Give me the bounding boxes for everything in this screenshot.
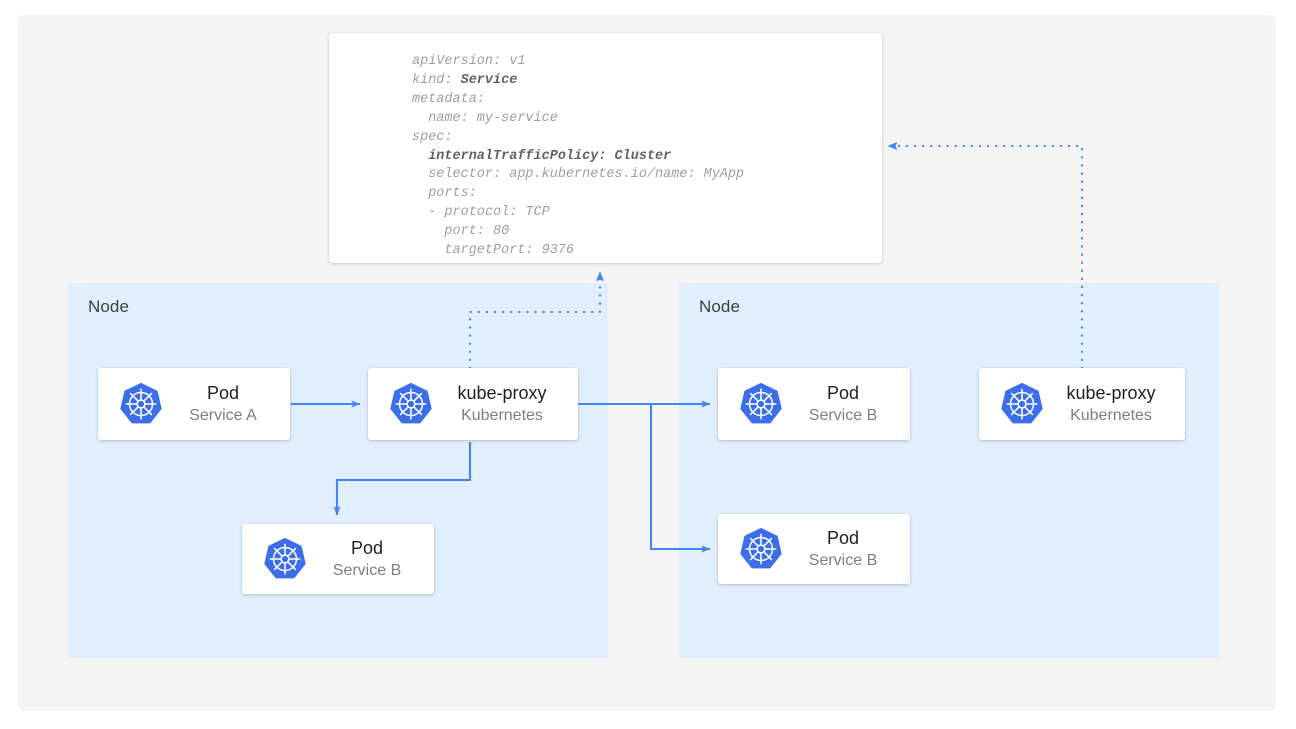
- card-text: Pod Service B: [784, 382, 910, 427]
- yaml-line: - protocol: TCP: [412, 205, 550, 221]
- card-subtitle: Kubernetes: [461, 406, 543, 424]
- card-pod-service-b-left[interactable]: Pod Service B: [242, 524, 434, 594]
- kubernetes-icon: [390, 382, 432, 424]
- card-subtitle: Service B: [808, 406, 878, 424]
- card-text: kube-proxy Kubernetes: [1045, 382, 1185, 427]
- service-manifest-card: apiVersion: v1 kind: Service metadata: nam…: [329, 33, 882, 263]
- card-title: Pod: [826, 382, 860, 403]
- yaml-line: apiVersion: v1: [412, 54, 526, 69]
- card-title: Pod: [206, 382, 240, 403]
- yaml-line: port: 80: [412, 224, 510, 240]
- service-manifest-yaml: apiVersion: v1 kind: Service metadata: nam…: [412, 53, 744, 261]
- yaml-line: selector: app.kubernetes.io/name: MyApp: [412, 167, 745, 183]
- kubernetes-icon: [740, 527, 782, 569]
- kubernetes-icon: [740, 382, 782, 424]
- card-pod-service-a[interactable]: Pod Service A: [98, 368, 290, 440]
- card-text: Pod Service B: [308, 537, 434, 582]
- card-pod-service-b-top[interactable]: Pod Service B: [718, 368, 910, 440]
- card-pod-service-b-bottom[interactable]: Pod Service B: [718, 514, 910, 584]
- card-title: kube-proxy: [1066, 382, 1156, 403]
- yaml-line: internalTrafficPolicy: Cluster: [412, 148, 672, 164]
- yaml-line: name: my-service: [412, 110, 558, 126]
- card-kube-proxy-right[interactable]: kube-proxy Kubernetes: [979, 368, 1185, 440]
- card-subtitle: Service B: [332, 561, 402, 579]
- card-subtitle: Service B: [808, 551, 878, 569]
- card-title: Pod: [826, 527, 860, 548]
- card-subtitle: Kubernetes: [1070, 406, 1152, 424]
- yaml-line: targetPort: 9376: [412, 243, 575, 259]
- node-label-right: Node: [699, 297, 741, 316]
- card-kube-proxy-left[interactable]: kube-proxy Kubernetes: [368, 368, 578, 440]
- kubernetes-icon: [1001, 382, 1043, 424]
- card-title: Pod: [350, 537, 384, 558]
- node-group-left: [68, 283, 608, 658]
- kubernetes-icon: [120, 382, 162, 424]
- yaml-line: kind: Service: [412, 72, 518, 88]
- yaml-line: metadata:: [412, 91, 485, 107]
- node-group-right: [679, 283, 1219, 658]
- card-subtitle: Service A: [189, 406, 257, 424]
- card-text: kube-proxy Kubernetes: [434, 382, 578, 427]
- node-label-left: Node: [88, 297, 130, 316]
- card-title: kube-proxy: [457, 382, 547, 403]
- yaml-line: ports:: [412, 186, 477, 202]
- card-text: Pod Service B: [784, 527, 910, 572]
- card-text: Pod Service A: [164, 382, 290, 427]
- kubernetes-icon: [264, 537, 306, 579]
- yaml-line: spec:: [412, 129, 453, 145]
